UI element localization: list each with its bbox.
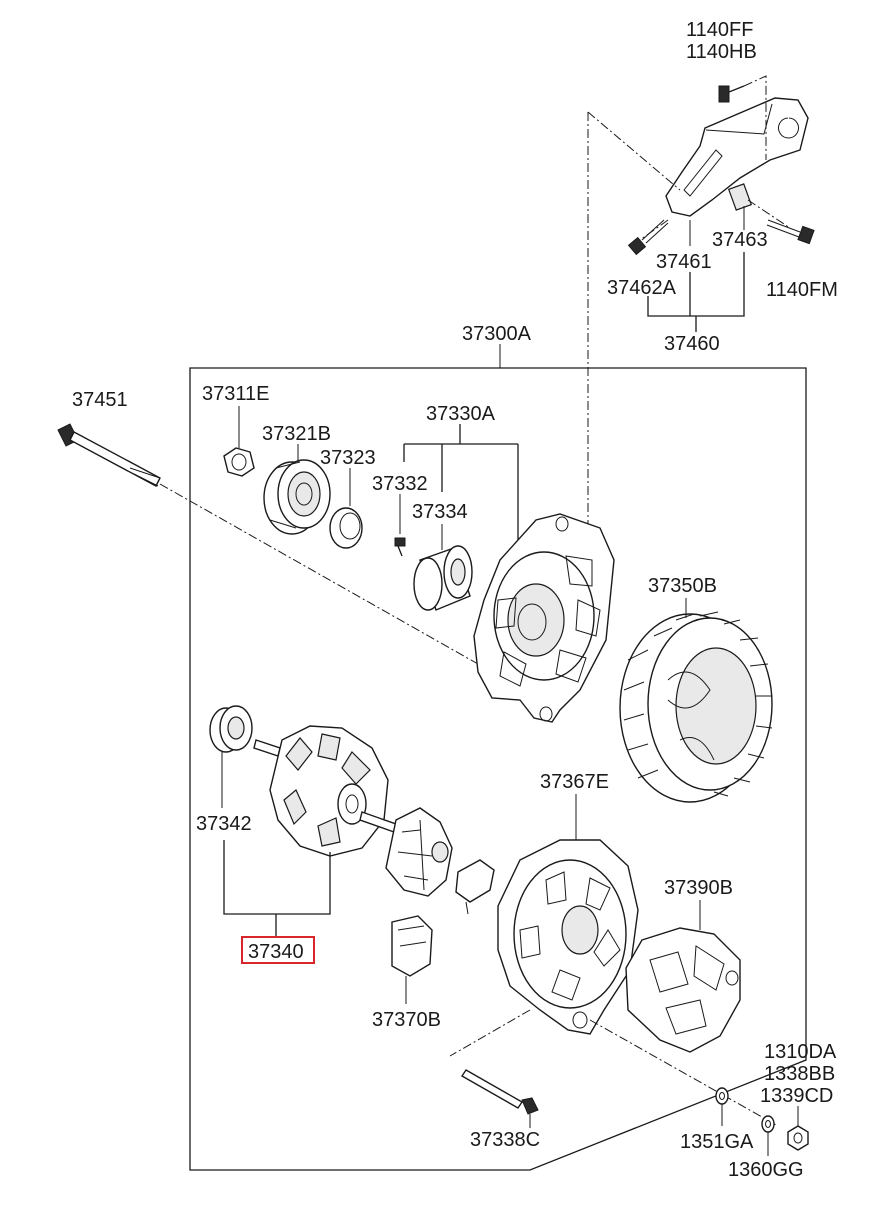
bracket-dashline-1 xyxy=(743,75,767,160)
label-37342: 37342 xyxy=(196,813,252,835)
rear-dashline-1 xyxy=(449,1009,531,1057)
label-37461: 37461 xyxy=(656,251,712,273)
bracket-bend xyxy=(705,103,773,135)
label-37390b: 37390B xyxy=(664,877,733,899)
bracket-group xyxy=(587,75,815,530)
bolt-37462a xyxy=(627,219,669,256)
seal-37323 xyxy=(329,468,363,549)
bracket-dashline-3 xyxy=(747,199,791,229)
pulley-37321b xyxy=(263,444,331,535)
leader-37340 xyxy=(223,840,331,936)
label-37460: 37460 xyxy=(664,333,720,355)
stator-37350b xyxy=(619,598,773,803)
label-37370b: 37370B xyxy=(372,1009,441,1031)
label-37311e: 37311E xyxy=(202,383,269,405)
assembly-frame xyxy=(189,367,807,1171)
label-37462a: 37462A xyxy=(607,277,677,299)
label-37330a: 37330A xyxy=(426,403,496,425)
label-37334: 37334 xyxy=(412,501,468,523)
label-37340-highlight-box xyxy=(241,936,315,964)
label-1140ff: 1140FF xyxy=(686,19,753,41)
bolt-37451 xyxy=(57,423,479,665)
leader-37460 xyxy=(647,252,745,332)
bearing-37342 xyxy=(209,705,253,808)
front-housing-37330a xyxy=(473,513,615,723)
label-37451: 37451 xyxy=(72,389,128,411)
label-37350b: 37350B xyxy=(648,575,717,597)
bolt-37451-dashline xyxy=(159,483,479,665)
label-1140fm: 1140FM xyxy=(766,279,838,301)
rotor-37340 xyxy=(223,725,397,936)
label-37367e: 37367E xyxy=(540,771,609,793)
label-1360gg: 1360GG xyxy=(728,1159,804,1181)
leader-37330a xyxy=(403,424,519,556)
label-1339cd: 1339CD xyxy=(760,1085,833,1107)
rectifier-assembly xyxy=(385,807,453,897)
brush-holder-37370b xyxy=(391,915,433,1004)
rear-dashline-2 xyxy=(589,1019,779,1127)
bolt-1140ff xyxy=(718,85,745,103)
washer-1360gg xyxy=(761,1115,775,1156)
label-1338bb: 1338BB xyxy=(764,1063,835,1085)
label-37321b: 37321B xyxy=(262,423,331,445)
label-37300a: 37300A xyxy=(462,323,532,345)
screw-37332 xyxy=(394,494,406,557)
terminal-part xyxy=(455,859,495,915)
bolt-1140fm xyxy=(766,219,815,245)
label-1310da: 1310DA xyxy=(764,1041,837,1063)
bracket-hole xyxy=(778,117,799,139)
label-37463: 37463 xyxy=(712,229,768,251)
bracket-outline xyxy=(665,97,809,217)
washer-1351ga xyxy=(715,1087,729,1126)
rear-cover-37390b xyxy=(625,900,741,1053)
bracket-dashline-2 xyxy=(639,219,669,241)
bracket-bushing xyxy=(727,183,753,211)
rear-housing-37367e xyxy=(497,794,639,1035)
bearing-37334 xyxy=(413,524,473,611)
label-37338c: 37338C xyxy=(470,1129,540,1151)
label-1351ga: 1351GA xyxy=(680,1131,754,1153)
label-37323: 37323 xyxy=(320,447,376,469)
label-1140hb: 1140HB xyxy=(686,41,757,63)
bracket-slot xyxy=(683,149,723,197)
bracket-dashline-4 xyxy=(587,111,681,191)
nut-1339cd xyxy=(787,1106,809,1151)
nut-37311e xyxy=(223,406,255,477)
label-37332: 37332 xyxy=(372,473,428,495)
label-37340: 37340 xyxy=(248,941,304,963)
screw-37338c xyxy=(461,1069,539,1128)
